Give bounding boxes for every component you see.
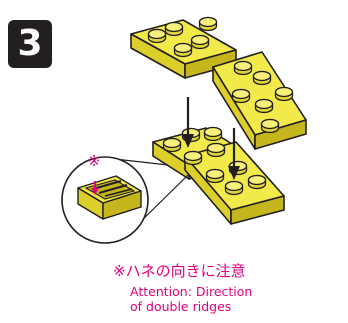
down-arrow-left <box>182 97 194 148</box>
stud <box>147 28 167 44</box>
stud <box>206 142 226 158</box>
stud <box>205 168 225 184</box>
down-arrow-right <box>228 128 240 180</box>
upper-right-plate <box>212 51 307 150</box>
stud <box>231 88 251 104</box>
inset-circle <box>61 156 149 244</box>
stud <box>247 174 267 190</box>
stud <box>190 34 210 50</box>
stud <box>252 70 272 86</box>
stud <box>224 180 244 196</box>
stud <box>173 42 193 58</box>
stud <box>260 118 280 134</box>
stud <box>274 86 294 102</box>
note-english-line2: of double ridges <box>130 299 232 314</box>
step-number-badge: 3 <box>8 20 52 68</box>
stud <box>203 126 223 142</box>
inset-attention-mark: ※ <box>88 152 101 170</box>
attention-note: ※ハネの向きに注意 Attention: Direction of double… <box>113 262 343 314</box>
stud <box>162 137 182 153</box>
note-japanese: ※ハネの向きに注意 <box>113 262 246 280</box>
stud <box>164 21 184 37</box>
note-english-line1: Attention: Direction <box>130 284 253 299</box>
stud <box>254 98 274 114</box>
stud <box>183 150 203 166</box>
stud <box>233 60 253 76</box>
stud <box>198 16 218 32</box>
